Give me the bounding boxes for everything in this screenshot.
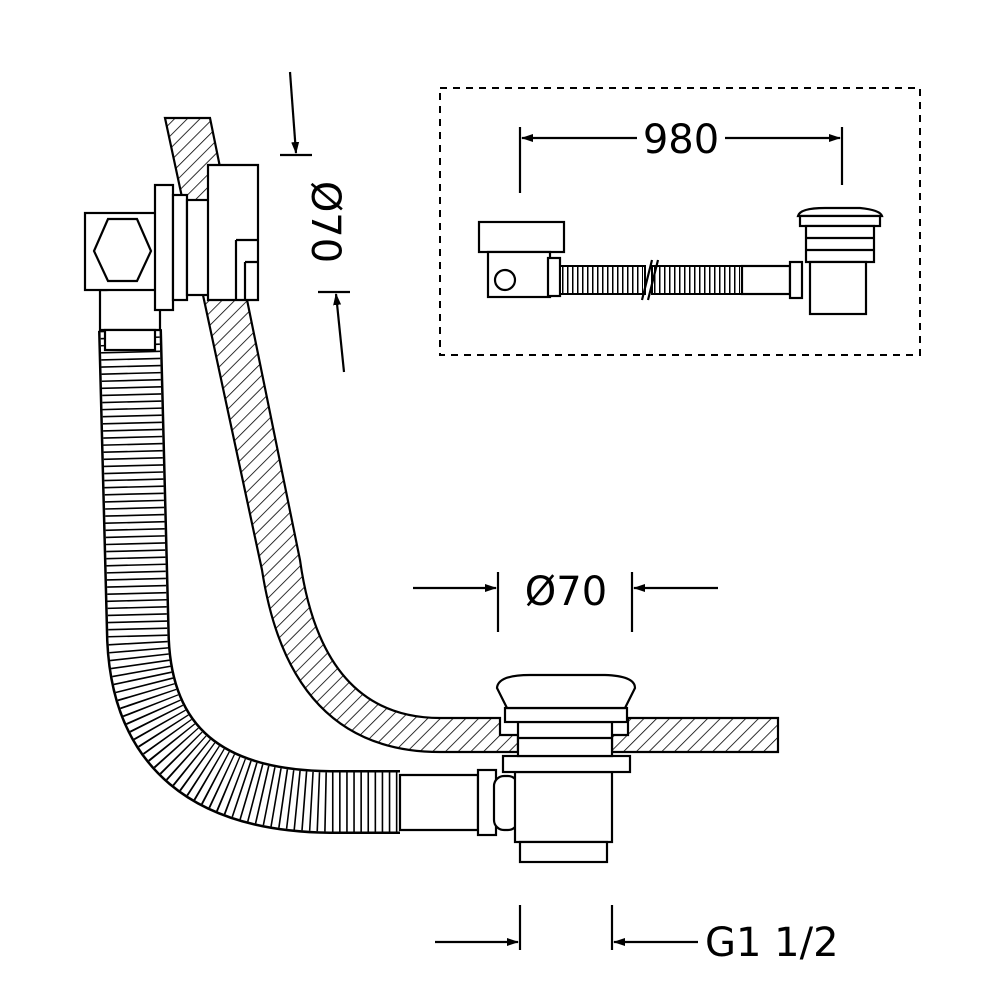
- thread-dimension: G1 1/2: [435, 905, 839, 966]
- thread-size-label: G1 1/2: [705, 920, 839, 966]
- inset-hose: [559, 259, 804, 301]
- drain-diameter-dimension: Ø70: [413, 569, 718, 632]
- overview-inset: 980: [439, 87, 921, 356]
- overflow-assembly: [83, 163, 260, 352]
- inset-frame: [439, 87, 921, 356]
- hex-nut-icon: [92, 217, 153, 283]
- outlet-pipe: [398, 773, 480, 832]
- drain-cap: [495, 673, 637, 710]
- drain-assembly: [398, 673, 637, 864]
- bathtub-floor-section: [610, 716, 780, 754]
- length-label: 980: [643, 117, 719, 163]
- inset-overflow: [477, 220, 566, 299]
- overflow-cover: [206, 163, 260, 302]
- overflow-body: [83, 211, 162, 292]
- trap-body: [513, 770, 614, 844]
- corrugated-hose: [98, 329, 400, 834]
- overflow-diameter-label: Ø70: [302, 181, 348, 263]
- overflow-diameter-dimension: Ø70: [280, 71, 350, 373]
- drain-diameter-label: Ø70: [525, 569, 607, 615]
- inset-drain: [796, 206, 884, 316]
